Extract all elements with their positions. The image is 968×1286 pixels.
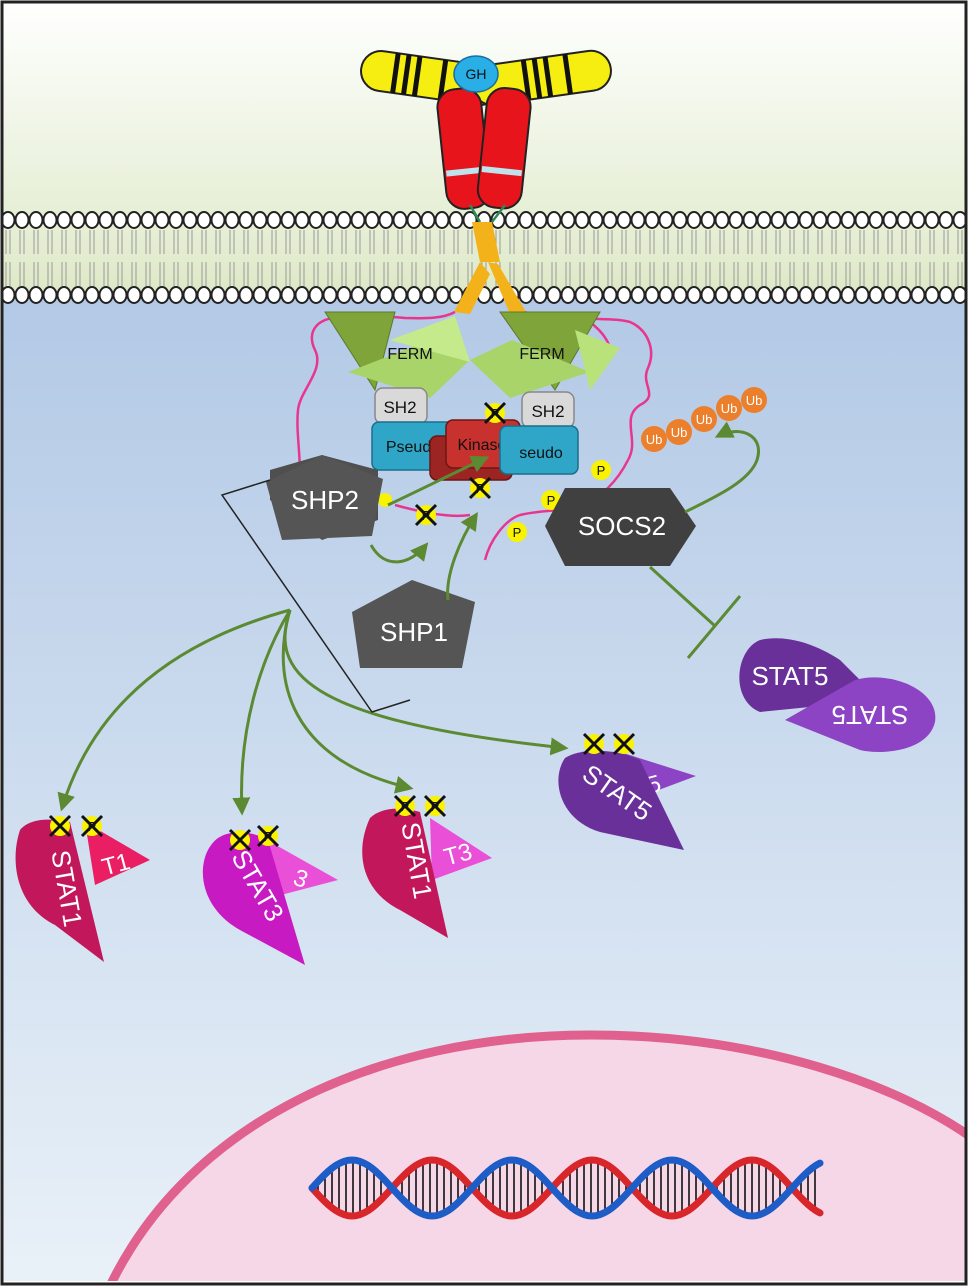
ferm-label-right: FERM	[519, 346, 564, 363]
ferm-label-left: FERM	[387, 346, 432, 363]
svg-text:Ub: Ub	[721, 401, 738, 416]
ubiquitin-chain: Ub Ub Ub Ub Ub	[641, 387, 767, 452]
crossed-phospho-tag: P	[393, 794, 417, 818]
jak2-kinase-domains: Pseudo Kinase seudo	[371, 419, 579, 481]
crossed-phospho-tag: P	[80, 814, 104, 838]
stat5-dimer: 5 STAT5	[558, 750, 696, 850]
svg-text:P: P	[597, 463, 606, 478]
svg-text:P: P	[547, 493, 556, 508]
dephosphorylated-sites: P P P	[414, 401, 507, 527]
gh-receptor-stems	[436, 87, 532, 223]
ubiquitin-5: Ub	[741, 387, 767, 413]
svg-text:Ub: Ub	[646, 432, 663, 447]
svg-text:Ub: Ub	[746, 393, 763, 408]
stat5-inactive-dimer: STAT5 STAT5	[739, 638, 936, 752]
socs2-label: SOCS2	[578, 511, 666, 541]
stat5-label-right-flipped: STAT5	[831, 700, 908, 730]
stat-dephosphorylated-tags: PPPP	[48, 732, 636, 852]
socs2-protein: SOCS2	[545, 488, 696, 566]
growth-hormone-icon: GH	[453, 55, 499, 93]
svg-text:P: P	[513, 525, 522, 540]
crossed-phospho-tag	[582, 732, 606, 756]
dna-double-helix-icon	[308, 1156, 824, 1220]
phospho-tag: P	[541, 490, 561, 510]
svg-text:Ub: Ub	[671, 425, 688, 440]
regulatory-arrows	[57, 421, 760, 816]
jak2-ferm-domains: FERM FERM	[324, 311, 620, 398]
ubiquitin-3: Ub	[691, 406, 717, 432]
membrane-lipid-bilayer-icon	[0, 211, 968, 304]
shp2-label: SHP2	[291, 485, 359, 515]
crossed-phospho-tag: P	[423, 794, 447, 818]
ubiquitin-2: Ub	[666, 419, 692, 445]
pseudo-label-right: seudo	[519, 445, 563, 462]
crossed-phospho-tag: P	[414, 503, 438, 527]
ubiquitin-1: Ub	[641, 426, 667, 452]
crossed-phospho-tag: P	[468, 476, 492, 500]
phosphatase-bracket	[220, 479, 411, 713]
shp1-label: SHP1	[380, 617, 448, 647]
sh2-label-right: SH2	[531, 402, 564, 421]
stat-proteins: T1 STAT1 3 STAT3 T3 STAT1 5 STAT5 ST	[15, 638, 936, 965]
stat5-label-right: STAT5	[751, 661, 828, 691]
crossed-phospho-tag	[612, 732, 636, 756]
phospho-tag: P	[507, 522, 527, 542]
crossed-phospho-tag	[228, 828, 252, 852]
shp2-phosphatase: SHP2	[266, 455, 383, 540]
svg-text:Ub: Ub	[696, 412, 713, 427]
sh2-label-left: SH2	[383, 398, 416, 417]
crossed-phospho-tag	[48, 814, 72, 838]
phospho-tag: P	[591, 460, 611, 480]
jak2-sh2-domains: SH2 SH2	[374, 387, 575, 429]
gh-label: GH	[466, 66, 487, 82]
pseudo-label-left: Pseudo	[386, 439, 440, 456]
kinase-label: Kinase	[458, 437, 507, 454]
shp1-phosphatase: SHP1	[352, 580, 475, 668]
ubiquitin-4: Ub	[716, 395, 742, 421]
stat1-stat3-dimer: T3 STAT1	[362, 808, 492, 938]
stat3-dimer: 3 STAT3	[202, 832, 338, 965]
crossed-phospho-tag: P	[483, 401, 507, 425]
transmembrane-domains	[454, 222, 526, 314]
phospho-tags: P P P	[378, 460, 611, 542]
crossed-phospho-tag: P	[256, 824, 280, 848]
